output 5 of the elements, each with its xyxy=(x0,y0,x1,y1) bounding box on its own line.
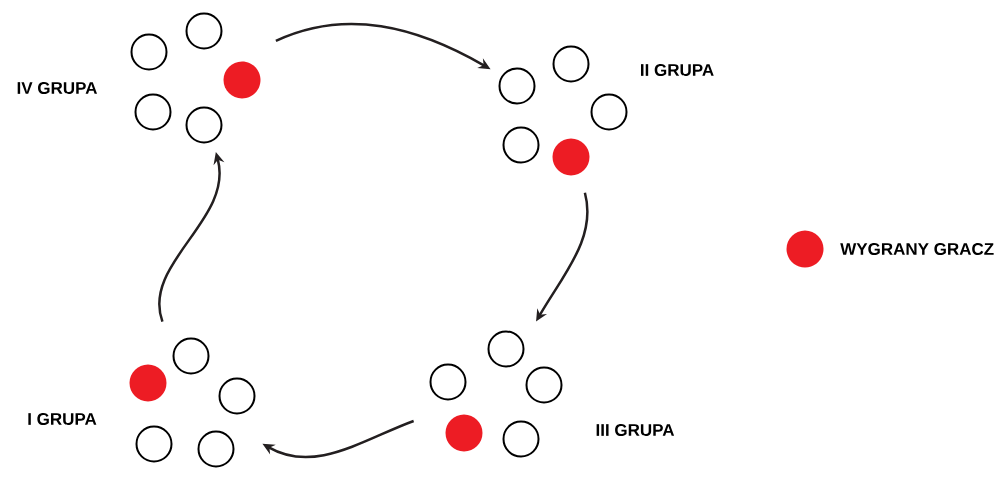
group-label: IV GRUPA xyxy=(17,82,97,95)
group-label: I GRUPA xyxy=(28,413,97,426)
group-label: III GRUPA xyxy=(596,424,675,437)
group-label: II GRUPA xyxy=(641,64,714,77)
legend-label: WYGRANY GRACZ xyxy=(840,243,994,256)
